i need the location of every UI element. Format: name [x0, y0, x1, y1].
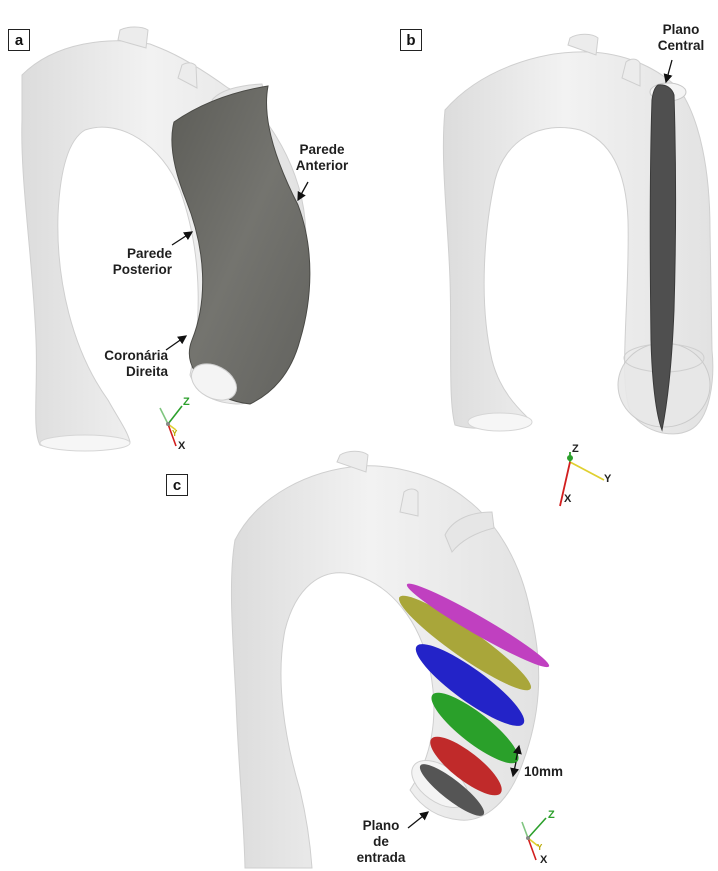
label-coronaria-direita: Coronária Direita	[88, 348, 168, 380]
label-plano-entrada: Plano de entrada	[346, 818, 416, 866]
label-coronaria-direita-line1: Coronária	[88, 348, 168, 364]
axis-b-z: Z	[572, 444, 579, 455]
axis-c-y: Y	[537, 842, 542, 853]
arrow-coronaria-direita	[166, 336, 186, 350]
posterior-wall-surface	[172, 86, 310, 404]
descending-end-a	[40, 435, 130, 451]
arrow-plano-central	[666, 60, 672, 82]
axis-c-z: Z	[548, 810, 555, 821]
label-parede-anterior-line2: Anterior	[286, 158, 358, 174]
label-coronaria-direita-line2: Direita	[88, 364, 168, 380]
axis-b-y: Y	[604, 474, 611, 485]
descending-end-b	[468, 413, 532, 431]
label-plano-central: Plano Central	[648, 22, 714, 54]
label-plano-central-line1: Plano	[648, 22, 714, 38]
label-plano-entrada-line3: entrada	[346, 850, 416, 866]
label-plano-entrada-line2: de	[346, 834, 416, 850]
panel-a-model	[22, 27, 310, 451]
label-parede-posterior: Parede Posterior	[92, 246, 172, 278]
axis-b-x: X	[564, 494, 571, 505]
panel-label-b: b	[400, 29, 422, 51]
axis-a-y: Y	[172, 428, 177, 439]
label-parede-anterior-line1: Parede	[286, 142, 358, 158]
panel-b-model	[443, 34, 712, 434]
panel-label-c: c	[166, 474, 188, 496]
label-parede-posterior-line1: Parede	[92, 246, 172, 262]
panel-label-a: a	[8, 29, 30, 51]
arrow-parede-posterior	[172, 232, 192, 245]
label-plano-entrada-line1: Plano	[346, 818, 416, 834]
axis-a-z: Z	[183, 397, 190, 408]
axis-c-x: X	[540, 855, 547, 866]
label-parede-anterior: Parede Anterior	[286, 142, 358, 174]
label-parede-posterior-line2: Posterior	[92, 262, 172, 278]
panel-c-model	[231, 451, 553, 868]
axis-a-x: X	[178, 441, 185, 452]
label-plano-central-line2: Central	[648, 38, 714, 54]
label-spacing: 10mm	[524, 764, 563, 780]
